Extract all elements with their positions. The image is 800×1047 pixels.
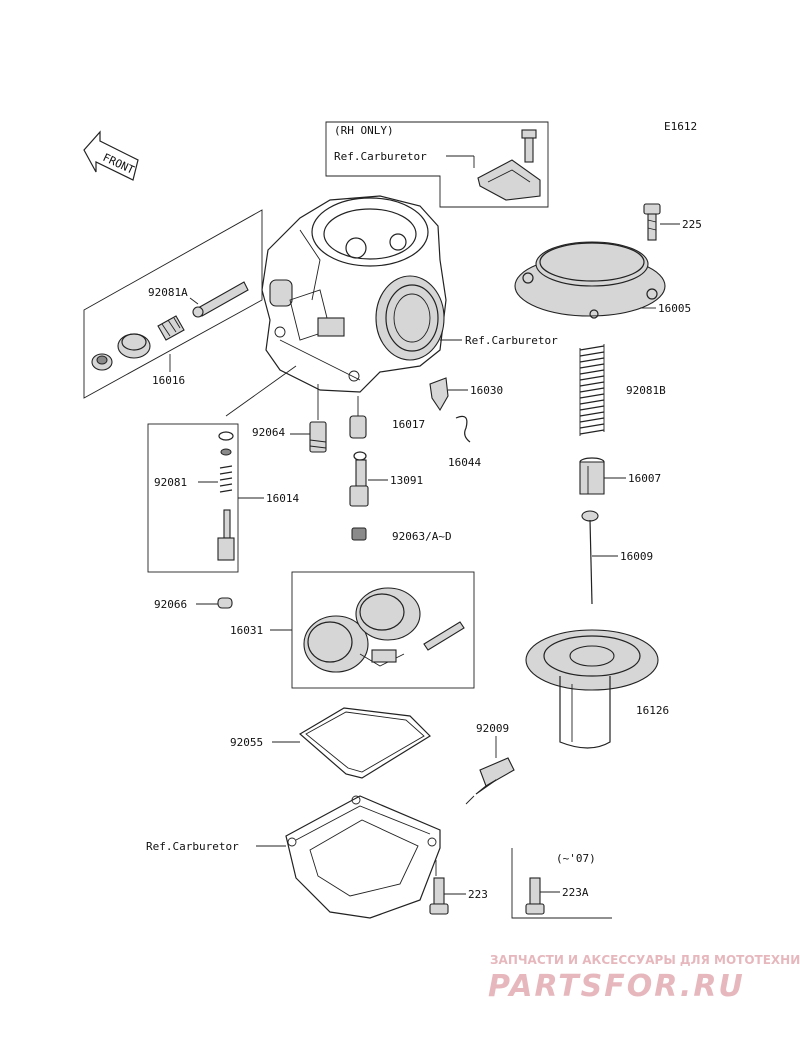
variant-note: (~'07) — [556, 852, 596, 865]
label-92081A: 92081A — [148, 286, 188, 299]
part-92081B-spring: 92081B — [579, 344, 666, 436]
label-16017: 16017 — [392, 418, 425, 431]
label-13091: 13091 — [390, 474, 423, 487]
part-92063-main-jet: 92063/A~D — [351, 527, 452, 543]
label-16005: 16005 — [658, 302, 691, 315]
part-13091-main-jet: 13091 — [349, 451, 423, 507]
part-92055-gasket: 92055 — [230, 707, 431, 779]
label-16031: 16031 — [230, 624, 263, 637]
part-16016-group: 92081A 16016 — [83, 209, 263, 399]
part-16014-group: 92081 16014 — [147, 365, 299, 573]
part-92066-plug: 92066 — [154, 597, 233, 611]
inset-note: (RH ONLY) — [334, 124, 394, 137]
part-92064-jet: 92064 — [252, 384, 327, 453]
part-16007-holder: 16007 — [579, 457, 661, 495]
label-16016: 16016 — [152, 374, 185, 387]
part-16126-diaphragm: 16126 — [525, 629, 669, 749]
watermark-tagline: ЗАПЧАСТИ И АКСЕССУАРЫ ДЛЯ МОТОТЕХНИКИ — [490, 953, 800, 967]
label-223A: 223A — [562, 886, 589, 899]
part-92009-drain-screw: 92009 — [465, 722, 515, 805]
label-92081: 92081 — [154, 476, 187, 489]
label-225: 225 — [682, 218, 702, 231]
rh-only-inset: (RH ONLY) Ref.Carburetor — [325, 121, 549, 208]
label-16014: 16014 — [266, 492, 299, 505]
label-92066: 92066 — [154, 598, 187, 611]
label-16044: 16044 — [448, 456, 481, 469]
label-16009: 16009 — [620, 550, 653, 563]
label-92064: 92064 — [252, 426, 285, 439]
part-223A-screw-variant: (~'07) 223A — [511, 848, 612, 919]
front-arrow-icon: FRONT — [83, 130, 139, 181]
part-16044-clip: 16044 — [448, 415, 481, 469]
label-92063: 92063/A~D — [392, 530, 452, 543]
watermark-brand: PARTSFOR.RU — [488, 969, 745, 1004]
label-ref-carburetor-bowl: Ref.Carburetor — [146, 840, 239, 853]
part-225-screw: 225 — [643, 203, 702, 241]
watermark: ЗАПЧАСТИ И АКСЕССУАРЫ ДЛЯ МОТОТЕХНИКИ PA… — [488, 953, 800, 1004]
label-16007: 16007 — [628, 472, 661, 485]
part-16017-needle-jet: 16017 — [349, 396, 425, 439]
part-16031-float: 16031 — [230, 571, 475, 689]
label-223: 223 — [468, 888, 488, 901]
label-92081B: 92081B — [626, 384, 666, 397]
inset-ref: Ref.Carburetor — [334, 150, 427, 163]
carburetor-body: Ref.Carburetor — [261, 195, 558, 393]
label-92055: 92055 — [230, 736, 263, 749]
float-bowl: Ref.Carburetor — [146, 795, 441, 919]
part-223-screw: 223 — [429, 860, 488, 915]
part-16030-float-valve: 16030 — [429, 377, 503, 412]
label-ref-carburetor-body: Ref.Carburetor — [465, 334, 558, 347]
part-16009-jet-needle: 16009 — [581, 510, 653, 605]
label-92009: 92009 — [476, 722, 509, 735]
part-16005-top-cover: 16005 — [514, 241, 691, 319]
diagram-code: E1612 — [664, 120, 697, 133]
label-16030: 16030 — [470, 384, 503, 397]
label-16126: 16126 — [636, 704, 669, 717]
